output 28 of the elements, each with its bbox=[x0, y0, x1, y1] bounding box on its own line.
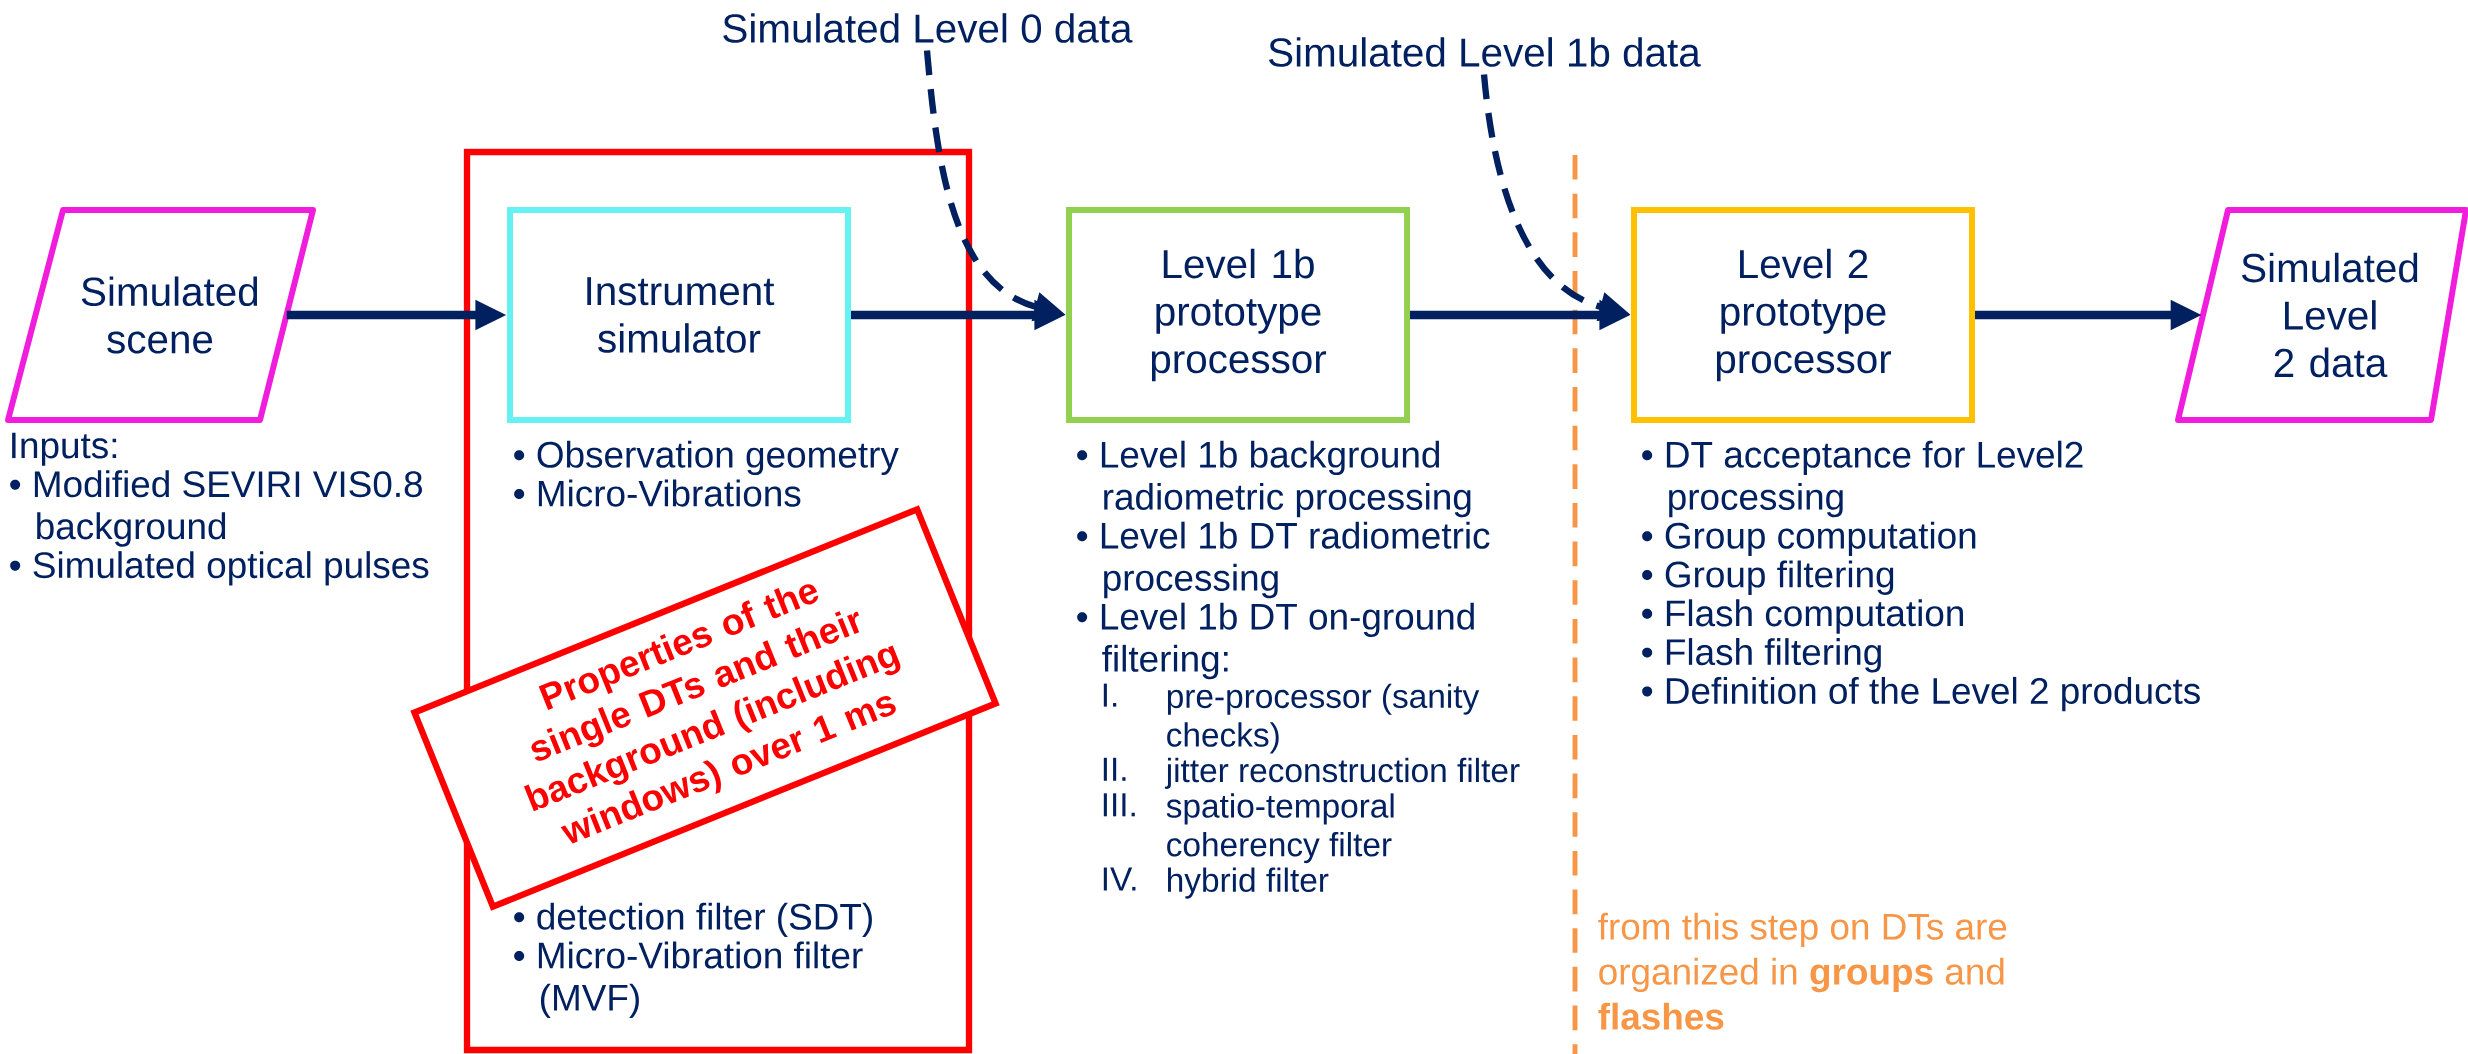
list-item: • Group filtering bbox=[1642, 560, 1894, 595]
list-item: • Level 1b DT on-ground filtering: bbox=[1077, 602, 1474, 680]
data-label: Simulated Level 1b data bbox=[1269, 37, 1701, 67]
process-box: Level 2 prototype processor bbox=[1631, 207, 1975, 423]
list-item: • Observation geometry bbox=[514, 440, 899, 476]
note: from this step on DTs are organized in groups and flashes bbox=[1598, 912, 2007, 1030]
list-item: pre-processor (sanity checks) bbox=[1167, 683, 1480, 754]
list-number: I. bbox=[1103, 683, 1117, 707]
process-box: Level 1b prototype processor bbox=[1066, 207, 1410, 423]
list-item: • Level 1b DT radiometric processing bbox=[1077, 521, 1490, 599]
data-parallelogram: Simulated Level 2 data bbox=[2175, 207, 2468, 423]
list-item: • Flash filtering bbox=[1642, 638, 1881, 673]
process-box: Instrument simulator bbox=[507, 207, 851, 423]
data-parallelogram: Simulated scene bbox=[5, 207, 316, 423]
list-number: IV. bbox=[1103, 867, 1136, 891]
list-item: • Level 1b background radiometric processing bbox=[1077, 440, 1471, 518]
list-item: hybrid filter bbox=[1168, 867, 1329, 899]
list-item: jitter reconstruction filter bbox=[1164, 757, 1520, 789]
list-number: III. bbox=[1103, 793, 1135, 817]
list-number: II. bbox=[1103, 757, 1126, 781]
group-frame bbox=[463, 148, 973, 1054]
data-label: Simulated Level 0 data bbox=[723, 13, 1133, 43]
list-item: • DT acceptance for Level2 processing bbox=[1642, 440, 2083, 518]
list-item: • Micro-Vibration filter (MVF) bbox=[514, 941, 863, 1019]
list-item: • Flash computation bbox=[1642, 599, 1963, 634]
list-item: • Micro-Vibrations bbox=[514, 479, 801, 507]
list-item: • Group computation bbox=[1642, 521, 1976, 557]
list-item: • Definition of the Level 2 products bbox=[1642, 676, 2200, 712]
